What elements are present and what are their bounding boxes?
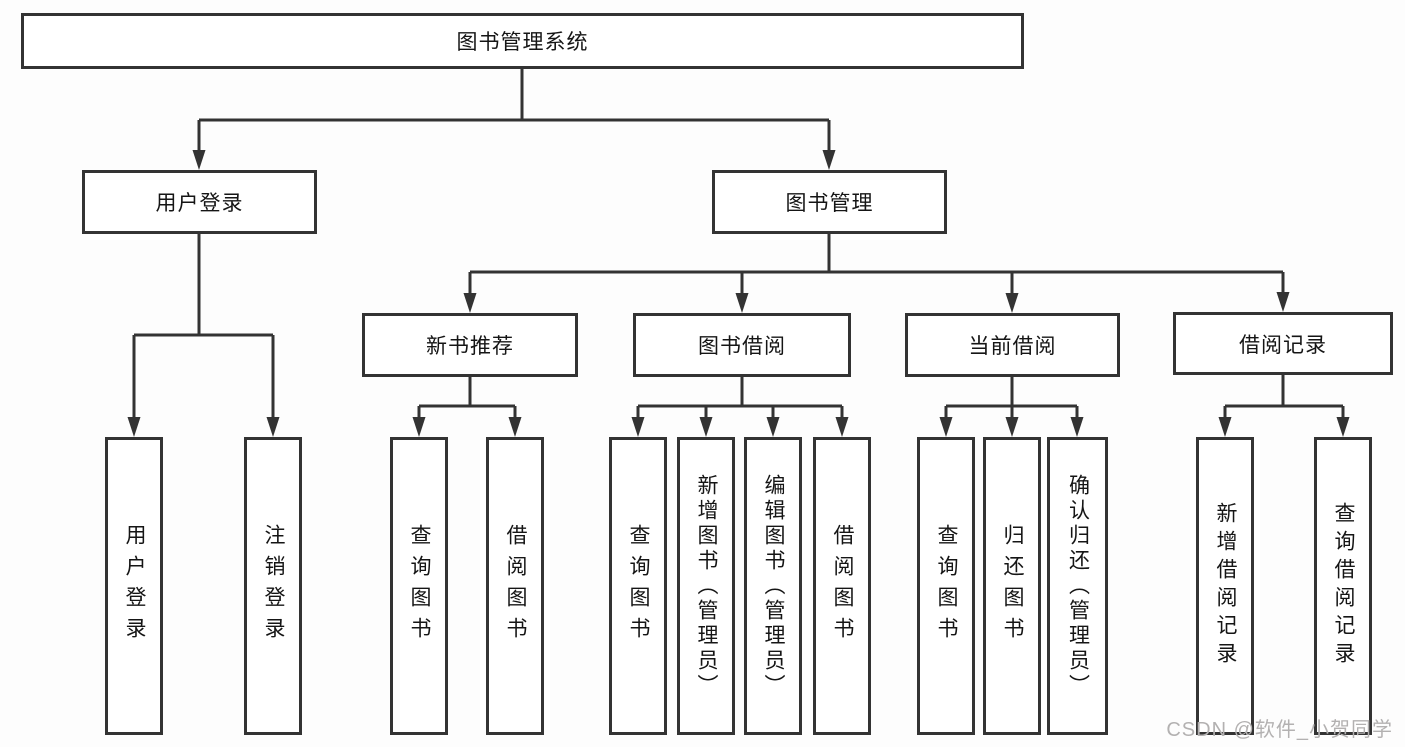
leaf-logout: 注销登录 xyxy=(244,437,302,735)
leaf-add-borrow-record: 新增借阅记录 xyxy=(1196,437,1254,735)
leaf-add-books-admin: 新增图书（管理员） xyxy=(677,437,735,735)
node-new-book-recommend-label: 新书推荐 xyxy=(426,335,514,358)
node-borrowing-records-label: 借阅记录 xyxy=(1239,333,1327,357)
leaf-borrowing-query-books-label: 查询图书 xyxy=(627,524,650,648)
leaf-user-login: 用户登录 xyxy=(105,437,163,735)
leaf-recommend-query-books: 查询图书 xyxy=(390,437,448,735)
node-root: 图书管理系统 xyxy=(21,13,1024,69)
leaf-recommend-query-books-label: 查询图书 xyxy=(408,524,431,648)
leaf-borrowing-borrow-books-label: 借阅图书 xyxy=(831,524,854,648)
leaf-confirm-return-admin-label: 确认归还（管理员） xyxy=(1066,473,1090,699)
leaf-borrowing-borrow-books: 借阅图书 xyxy=(813,437,871,735)
leaf-return-books-label: 归还图书 xyxy=(1001,524,1024,648)
leaf-return-books: 归还图书 xyxy=(983,437,1041,735)
leaf-borrowing-query-books: 查询图书 xyxy=(609,437,667,735)
connector-lines xyxy=(132,69,1345,419)
arrowheads xyxy=(127,150,1350,437)
leaf-add-books-admin-label: 新增图书（管理员） xyxy=(695,473,718,699)
leaf-current-query-books: 查询图书 xyxy=(917,437,975,735)
leaf-current-query-books-label: 查询图书 xyxy=(935,524,958,648)
leaf-user-login-label: 用户登录 xyxy=(123,524,146,648)
leaf-query-borrow-record: 查询借阅记录 xyxy=(1314,437,1372,735)
node-new-book-recommend: 新书推荐 xyxy=(362,313,578,377)
node-current-borrowing-label: 当前借阅 xyxy=(968,335,1057,358)
node-book-borrowing-label: 图书借阅 xyxy=(698,335,786,358)
leaf-recommend-borrow-books-label: 借阅图书 xyxy=(504,524,527,648)
leaf-recommend-borrow-books: 借阅图书 xyxy=(486,437,544,735)
node-book-borrowing: 图书借阅 xyxy=(633,313,851,377)
node-book-management: 图书管理 xyxy=(712,170,947,234)
node-user-login-label: 用户登录 xyxy=(155,192,244,215)
node-book-management-label: 图书管理 xyxy=(785,192,874,215)
node-user-login: 用户登录 xyxy=(82,170,317,234)
leaf-confirm-return-admin: 确认归还（管理员） xyxy=(1047,437,1108,735)
leaf-edit-books-admin: 编辑图书（管理员） xyxy=(744,437,802,735)
leaf-edit-books-admin-label: 编辑图书（管理员） xyxy=(762,473,785,699)
leaf-logout-label: 注销登录 xyxy=(262,524,285,648)
leaf-query-borrow-record-label: 查询借阅记录 xyxy=(1332,502,1355,670)
watermark: CSDN @软件_小贺同学 xyxy=(1166,719,1393,741)
node-current-borrowing: 当前借阅 xyxy=(905,313,1120,377)
leaf-add-borrow-record-label: 新增借阅记录 xyxy=(1214,502,1237,670)
node-borrowing-records: 借阅记录 xyxy=(1173,312,1393,375)
node-root-label: 图书管理系统 xyxy=(456,31,589,54)
